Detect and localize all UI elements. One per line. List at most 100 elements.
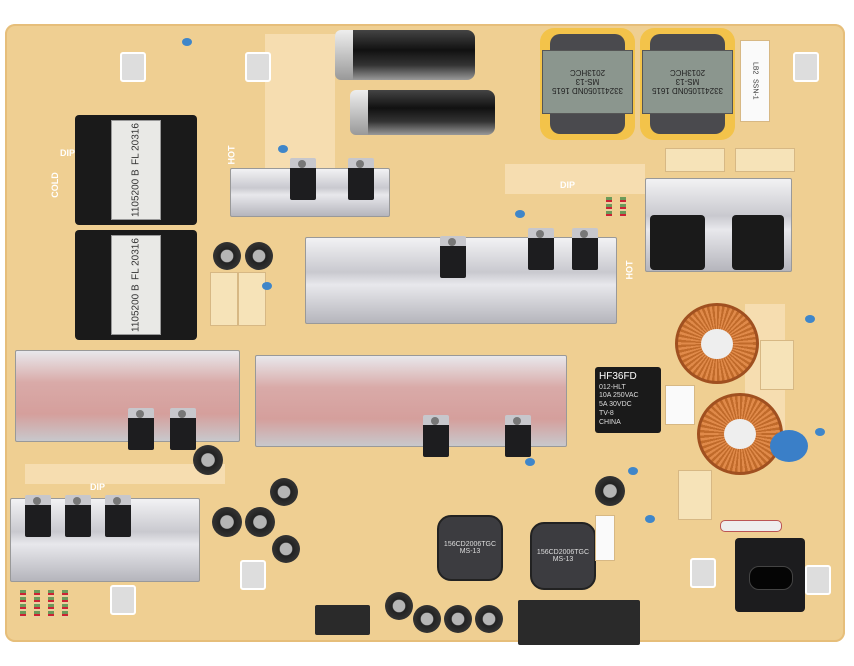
mounting-pad (690, 558, 716, 588)
transformer-label: MS-13 (675, 77, 700, 87)
toroid-inductor (675, 303, 759, 384)
fuse (720, 520, 782, 532)
transformer-label: 332411050ND 1615 (651, 86, 724, 96)
transistor (65, 495, 91, 537)
resistor (606, 197, 612, 217)
transistor (25, 495, 51, 537)
inductor-label: MS-13 (459, 548, 481, 555)
trace (25, 464, 225, 484)
transformer-label: 1105200 B (130, 284, 142, 332)
transistor (572, 228, 598, 270)
ceramic-capacitor (515, 210, 525, 218)
transformer-label: 2013HCC (669, 68, 706, 78)
electrolytic-capacitor (350, 90, 495, 135)
transistor (105, 495, 131, 537)
ceramic-capacitor (182, 38, 192, 46)
relay-text: 10A 250VAC (599, 392, 639, 400)
bridge-rectifier (732, 215, 784, 270)
ceramic-capacitor (645, 515, 655, 523)
film-capacitor (665, 148, 725, 172)
ceramic-capacitor (262, 282, 272, 290)
mounting-pad (805, 565, 831, 595)
electrolytic-capacitor (335, 30, 475, 80)
transistor (290, 158, 316, 200)
transformer-label: MS-13 (575, 77, 600, 87)
power-socket (735, 538, 805, 612)
sticker-text: SSN-1 (751, 78, 759, 100)
capacitor (272, 535, 300, 563)
capacitor (245, 507, 275, 537)
capacitor (245, 242, 273, 270)
relay: HF36FD 012-HLT 10A 250VAC 5A 30VDC TV-8 … (595, 367, 661, 433)
silk-dip: DIP (560, 180, 576, 190)
transistor (348, 158, 374, 200)
ceramic-capacitor (805, 315, 815, 323)
transformer-label: 332411050ND 1615 (551, 86, 624, 96)
relay-brand: HF36FD (599, 371, 637, 382)
relay-text: 5A 30VDC (599, 401, 632, 408)
transistor (528, 228, 554, 270)
trace (505, 164, 645, 194)
capacitor (475, 605, 503, 633)
relay-text: CHINA (599, 418, 621, 426)
mounting-pad (120, 52, 146, 82)
heatsink (15, 350, 240, 442)
connector (315, 605, 370, 635)
film-capacitor (595, 515, 615, 561)
capacitor (413, 605, 441, 633)
capacitor (193, 445, 223, 475)
capacitor (270, 478, 298, 506)
silk-hot: HOT (226, 145, 237, 165)
silk-hot: HOT (624, 260, 635, 280)
transformer-label: 1105200 B (130, 169, 142, 217)
connector (518, 600, 640, 645)
silk-dip: DIP (60, 148, 76, 158)
film-capacitor (238, 272, 266, 326)
y-capacitor (770, 430, 808, 462)
film-capacitor (210, 272, 238, 326)
resistor (620, 197, 626, 217)
resistor (34, 590, 40, 618)
film-capacitor (760, 340, 794, 390)
capacitor (385, 592, 413, 620)
ceramic-capacitor (525, 458, 535, 466)
transformer: 1105200 B FL 20316 (75, 115, 197, 225)
resistor (48, 590, 54, 618)
silk-cold: COLD (49, 172, 60, 198)
bridge-rectifier (650, 215, 705, 270)
transistor (128, 408, 154, 450)
mounting-pad (793, 52, 819, 82)
capacitor (444, 605, 472, 633)
transistor (170, 408, 196, 450)
mounting-pad (240, 560, 266, 590)
film-capacitor (735, 148, 795, 172)
sticker-text: LB2 (751, 62, 759, 75)
transformer-label: 2013HCC (569, 68, 606, 78)
resistor (20, 590, 26, 618)
ceramic-capacitor (278, 145, 288, 153)
resistor (62, 590, 68, 618)
inductor-label: 156CD2006TGC (536, 549, 590, 556)
transistor (440, 236, 466, 278)
transformer: 1105200 B FL 20316 (75, 230, 197, 340)
relay-text: 012-HLT (599, 383, 626, 391)
ceramic-capacitor (815, 428, 825, 436)
transformer-label: FL 20316 (130, 238, 142, 281)
capacitor (212, 507, 242, 537)
film-capacitor (678, 470, 712, 520)
transformer-label: FL 20316 (130, 123, 142, 166)
ceramic-capacitor (628, 467, 638, 475)
inductor-label: 156CD2006TGC (443, 541, 497, 548)
inductor-label: MS-13 (552, 556, 574, 563)
film-capacitor (665, 385, 695, 425)
mounting-pad (110, 585, 136, 615)
transistor (505, 415, 531, 457)
silk-dip: DIP (90, 482, 106, 492)
toroid-inductor (697, 393, 783, 475)
capacitor (595, 476, 625, 506)
